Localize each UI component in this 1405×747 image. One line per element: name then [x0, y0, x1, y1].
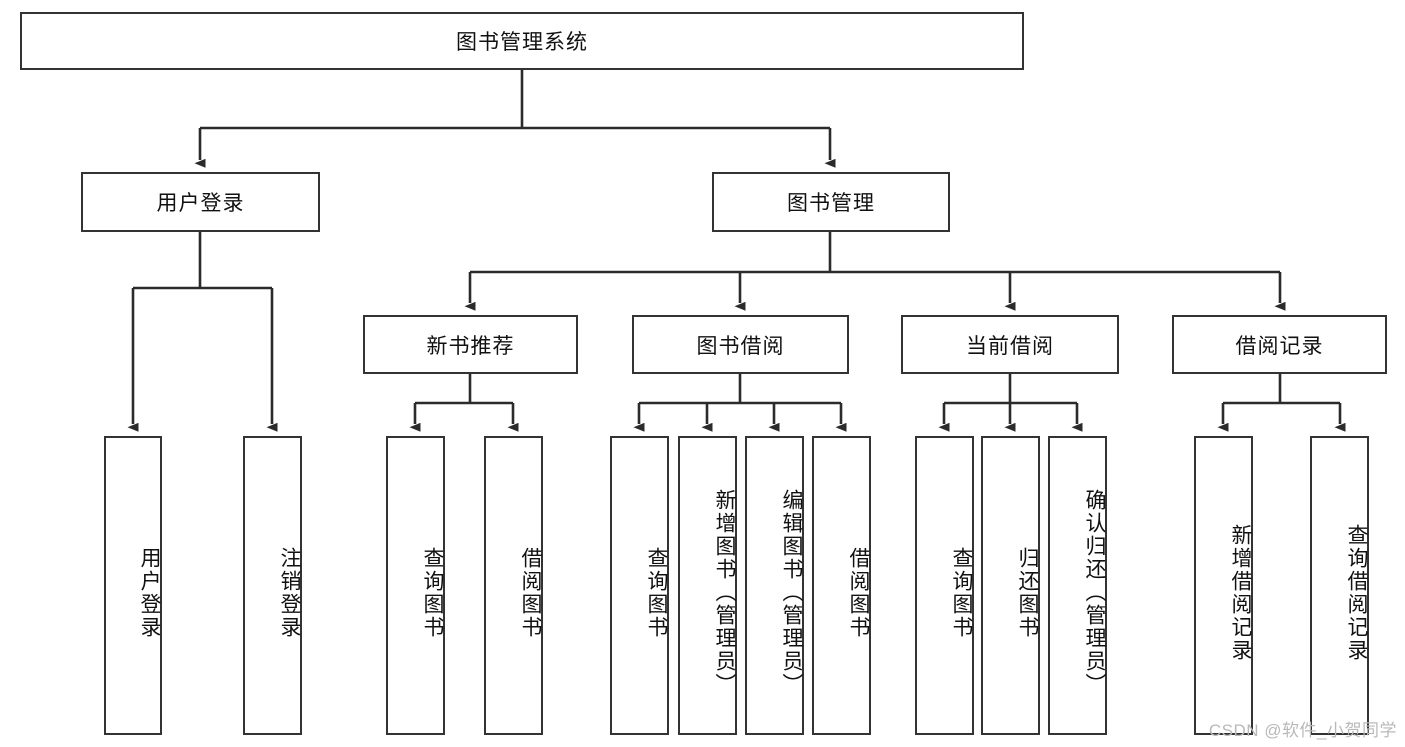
- node-root[interactable]: 图书管理系统: [20, 12, 1024, 70]
- node-leaf-query-book-current[interactable]: 查询图书: [915, 436, 974, 735]
- node-leaf-query-book-borrow[interactable]: 查询图书: [610, 436, 669, 735]
- node-leaf-borrow-book-recommend-label: 借阅图书: [519, 546, 542, 639]
- node-leaf-query-borrow-record[interactable]: 查询借阅记录: [1310, 436, 1369, 735]
- node-leaf-logout-label: 注销登录: [278, 546, 301, 639]
- node-leaf-query-book-recommend-label: 查询图书: [421, 546, 444, 639]
- node-leaf-query-borrow-record-label: 查询借阅记录: [1345, 523, 1368, 662]
- node-leaf-logout[interactable]: 注销登录: [243, 436, 302, 735]
- node-leaf-query-book-current-label: 查询图书: [950, 546, 973, 639]
- node-leaf-add-book-admin[interactable]: 新增图书（管理员）: [678, 436, 737, 735]
- node-leaf-add-borrow-record-label: 新增借阅记录: [1229, 523, 1252, 662]
- node-current-borrow-label: 当前借阅: [966, 334, 1054, 358]
- node-leaf-user-login-label: 用户登录: [138, 546, 161, 639]
- node-book-management-label: 图书管理: [787, 192, 875, 215]
- node-leaf-add-book-admin-label: 新增图书（管理员）: [713, 489, 736, 696]
- node-leaf-borrow-book[interactable]: 借阅图书: [812, 436, 871, 735]
- node-book-borrow[interactable]: 图书借阅: [632, 315, 849, 374]
- node-leaf-query-book-recommend[interactable]: 查询图书: [386, 436, 445, 735]
- node-book-borrow-label: 图书借阅: [696, 334, 785, 358]
- node-leaf-edit-book-admin-label: 编辑图书（管理员）: [780, 489, 803, 696]
- node-leaf-return-book-label: 归还图书: [1016, 546, 1039, 639]
- node-leaf-add-borrow-record[interactable]: 新增借阅记录: [1194, 436, 1253, 735]
- node-leaf-confirm-return-admin[interactable]: 确认归还（管理员）: [1048, 436, 1107, 735]
- node-new-book-recommend[interactable]: 新书推荐: [363, 315, 578, 374]
- node-new-book-recommend-label: 新书推荐: [426, 334, 515, 358]
- node-leaf-borrow-book-label: 借阅图书: [847, 546, 870, 639]
- node-user-login[interactable]: 用户登录: [81, 172, 320, 232]
- node-borrow-records-label: 借阅记录: [1235, 334, 1324, 358]
- node-leaf-user-login[interactable]: 用户登录: [104, 436, 162, 735]
- node-leaf-confirm-return-admin-label: 确认归还（管理员）: [1083, 489, 1106, 696]
- node-leaf-edit-book-admin[interactable]: 编辑图书（管理员）: [745, 436, 804, 735]
- node-leaf-borrow-book-recommend[interactable]: 借阅图书: [484, 436, 543, 735]
- node-root-label: 图书管理系统: [456, 31, 588, 54]
- node-user-login-label: 用户登录: [156, 192, 245, 215]
- node-current-borrow[interactable]: 当前借阅: [901, 315, 1119, 374]
- node-leaf-query-book-borrow-label: 查询图书: [645, 546, 668, 639]
- node-book-management[interactable]: 图书管理: [712, 172, 950, 232]
- node-borrow-records[interactable]: 借阅记录: [1172, 315, 1387, 374]
- node-leaf-return-book[interactable]: 归还图书: [981, 436, 1040, 735]
